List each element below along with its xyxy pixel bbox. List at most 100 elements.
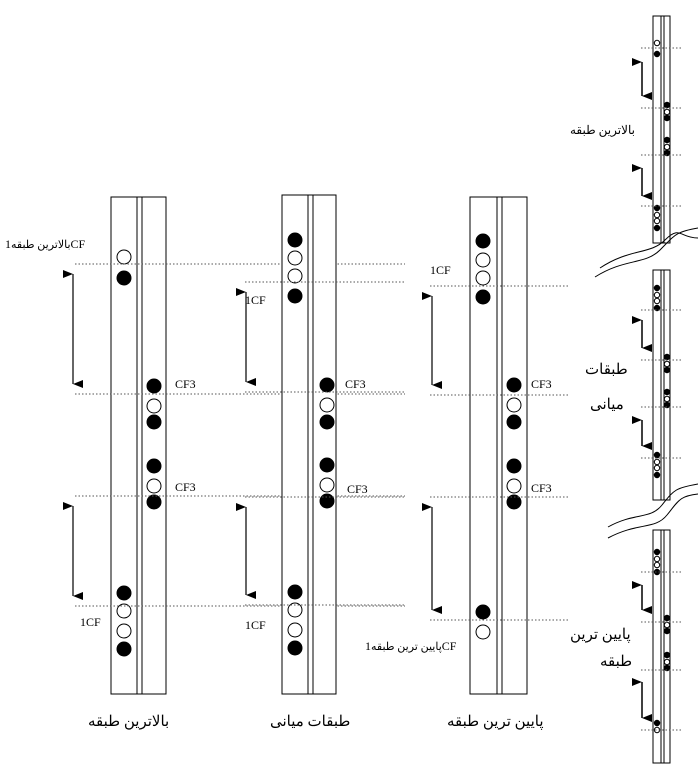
filled-bar-dot	[653, 204, 661, 212]
col2-bottom-label: 1CF	[245, 618, 266, 632]
open-bar-dot	[653, 555, 661, 563]
filled-bar-dot	[319, 457, 335, 473]
col3-wall	[469, 196, 528, 695]
filled-bar-dot	[506, 458, 522, 474]
filled-bar-dot	[116, 270, 132, 286]
filled-bar-dot	[653, 471, 661, 479]
filled-bar-dot	[146, 494, 162, 510]
filled-bar-dot	[653, 548, 661, 556]
filled-bar-dot	[663, 149, 671, 157]
filled-bar-dot	[663, 101, 671, 109]
filled-bar-dot	[653, 451, 661, 459]
open-bar-dot	[653, 297, 661, 305]
filled-bar-dot	[319, 493, 335, 509]
filled-bar-dot	[663, 627, 671, 635]
open-bar-dot	[653, 217, 661, 225]
col1-wall	[110, 196, 167, 695]
filled-bar-dot	[506, 414, 522, 430]
open-bar-dot	[653, 39, 661, 47]
open-bar-dot	[287, 622, 303, 638]
filled-bar-dot	[663, 651, 671, 659]
col2-wall	[281, 194, 337, 695]
open-bar-dot	[287, 268, 303, 284]
open-bar-dot	[319, 477, 335, 493]
open-bar-dot	[653, 211, 661, 219]
filled-bar-dot	[506, 494, 522, 510]
open-bar-dot	[663, 658, 671, 666]
open-bar-dot	[663, 108, 671, 116]
strip-middle-label-1: طبقات	[585, 362, 628, 378]
open-bar-dot	[146, 398, 162, 414]
filled-bar-dot	[663, 353, 671, 361]
open-bar-dot	[663, 143, 671, 151]
col1-cf3-label-1: CF3	[175, 377, 196, 391]
open-bar-dot	[116, 623, 132, 639]
open-bar-dot	[475, 252, 491, 268]
filled-bar-dot	[146, 458, 162, 474]
filled-bar-dot	[287, 584, 303, 600]
break-line	[599, 232, 698, 269]
filled-bar-dot	[116, 641, 132, 657]
col1-title: بالاترین طبقه	[88, 714, 170, 730]
strip-top-label: بالاترین طبقه	[570, 123, 635, 137]
filled-bar-dot	[319, 377, 335, 393]
col1-bottom-label: 1CF	[80, 615, 101, 629]
open-bar-dot	[475, 624, 491, 640]
open-bar-dot	[146, 478, 162, 494]
strip-middle-label-2: میانی	[590, 397, 624, 413]
col3-bottom-label: پایین ترین طبقه1CF	[365, 639, 457, 653]
open-bar-dot	[653, 458, 661, 466]
open-bar-dot	[116, 249, 132, 265]
filled-bar-dot	[475, 604, 491, 620]
filled-bar-dot	[663, 114, 671, 122]
filled-bar-dot	[287, 640, 303, 656]
col3-cf3-label-2: CF3	[531, 481, 552, 495]
open-bar-dot	[653, 291, 661, 299]
filled-bar-dot	[319, 414, 335, 430]
open-bar-dot	[287, 250, 303, 266]
col1-top-label: بالاترین طبقه1CF	[5, 237, 86, 251]
filled-bar-dot	[653, 284, 661, 292]
col2-cf3-label-1: CF3	[345, 377, 366, 391]
filled-bar-dot	[663, 366, 671, 374]
open-bar-dot	[663, 621, 671, 629]
open-bar-dot	[116, 603, 132, 619]
col1-cf3-label-2: CF3	[175, 480, 196, 494]
filled-bar-dot	[116, 585, 132, 601]
filled-bar-dot	[663, 614, 671, 622]
open-bar-dot	[506, 478, 522, 494]
break-line	[594, 227, 698, 278]
filled-bar-dot	[663, 136, 671, 144]
break-line	[607, 493, 698, 539]
filled-bar-dot	[475, 289, 491, 305]
filled-bar-dot	[663, 401, 671, 409]
col2-cf3-label-2: CF3	[347, 482, 368, 496]
col2-top-label: 1CF	[245, 293, 266, 307]
filled-bar-dot	[475, 233, 491, 249]
col3-title: پایین ترین طبقه	[447, 714, 544, 730]
filled-bar-dot	[287, 232, 303, 248]
filled-bar-dot	[663, 664, 671, 672]
col3-cf3-label-1: CF3	[531, 377, 552, 391]
filled-bar-dot	[653, 304, 661, 312]
filled-bar-dot	[506, 377, 522, 393]
open-bar-dot	[653, 464, 661, 472]
filled-bar-dot	[653, 719, 661, 727]
open-bar-dot	[653, 561, 661, 569]
open-bar-dot	[475, 270, 491, 286]
open-bar-dot	[663, 360, 671, 368]
strip-bottom-label-1: پایین ترین	[570, 627, 631, 643]
open-bar-dot	[506, 397, 522, 413]
col3-top-label: 1CF	[430, 263, 451, 277]
filled-bar-dot	[653, 50, 661, 58]
open-bar-dot	[663, 395, 671, 403]
filled-bar-dot	[287, 288, 303, 304]
filled-bar-dot	[653, 224, 661, 232]
break-line	[607, 483, 698, 528]
open-bar-dot	[287, 602, 303, 618]
filled-bar-dot	[146, 414, 162, 430]
filled-bar-dot	[663, 388, 671, 396]
open-bar-dot	[319, 397, 335, 413]
